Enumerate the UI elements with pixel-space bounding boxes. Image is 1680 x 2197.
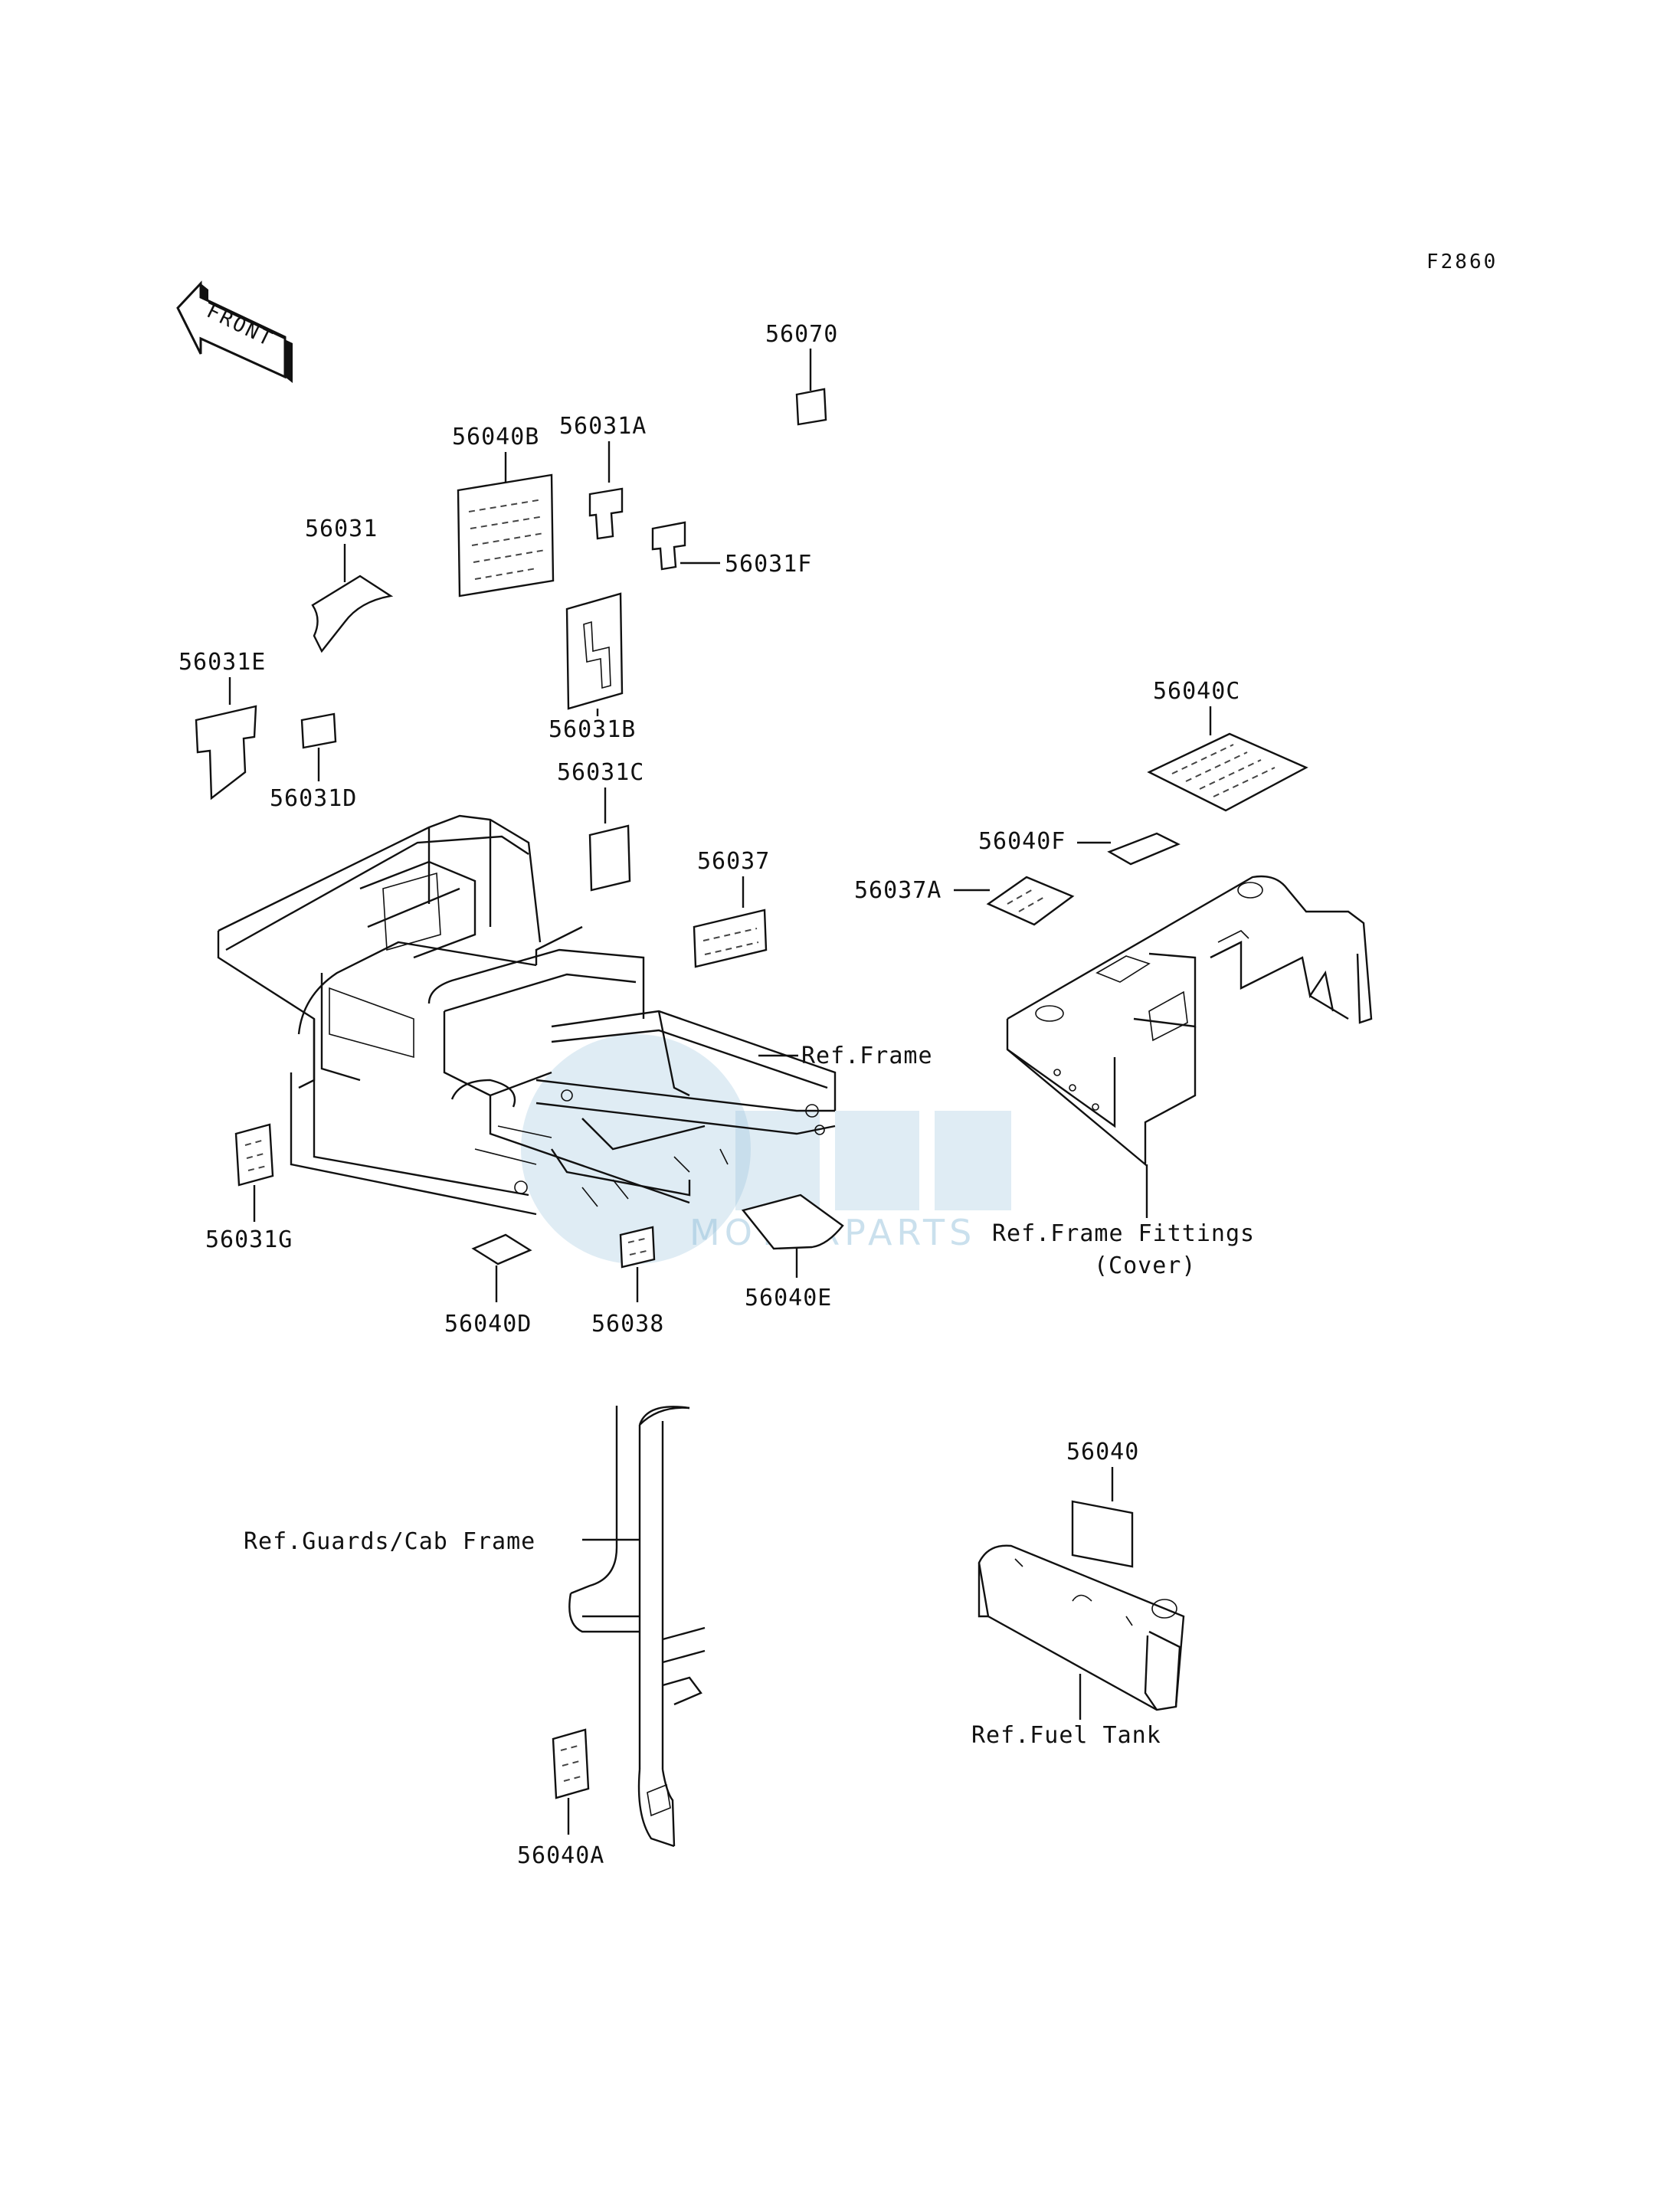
ref-frame-label: Ref.Frame	[801, 1043, 933, 1069]
decal-56031A	[588, 487, 624, 540]
front-arrow-icon: FRONT	[176, 280, 293, 383]
label-56037: 56037	[697, 848, 770, 875]
label-56031D: 56031D	[270, 785, 357, 812]
decal-56040C	[1147, 732, 1308, 812]
decal-56031E	[195, 705, 257, 801]
label-56070: 56070	[765, 321, 838, 348]
decal-56038	[619, 1226, 656, 1269]
decal-56040	[1071, 1500, 1134, 1568]
label-56040A: 56040A	[517, 1842, 604, 1869]
label-56040C: 56040C	[1153, 678, 1240, 705]
decal-56031G	[234, 1123, 274, 1187]
ref-frame-fittings-sub: (Cover)	[1094, 1252, 1196, 1279]
decal-56040A	[552, 1728, 590, 1799]
frame-assembly	[217, 814, 837, 1216]
label-56031C: 56031C	[557, 759, 644, 786]
decal-56070	[795, 388, 827, 426]
cover-assembly	[1006, 875, 1373, 1167]
label-56038: 56038	[591, 1311, 664, 1338]
decal-56037A	[986, 876, 1075, 926]
decal-56040D	[471, 1233, 532, 1265]
ref-frame-fittings-label: Ref.Frame Fittings	[992, 1220, 1255, 1247]
decal-56031	[311, 575, 394, 653]
label-56031B: 56031B	[549, 716, 636, 743]
label-56040F: 56040F	[978, 828, 1066, 855]
decal-56031D	[300, 712, 337, 749]
label-56031E: 56031E	[178, 649, 266, 676]
label-56040E: 56040E	[745, 1285, 832, 1311]
ref-fuel-tank-label: Ref.Fuel Tank	[971, 1722, 1161, 1749]
label-56031A: 56031A	[559, 413, 647, 440]
label-56040D: 56040D	[444, 1311, 532, 1338]
label-56031F: 56031F	[725, 551, 812, 578]
decal-56040F	[1107, 832, 1181, 866]
guard-bar	[568, 1406, 706, 1848]
label-56040: 56040	[1066, 1439, 1139, 1465]
label-56031: 56031	[305, 516, 378, 542]
decal-56040E	[741, 1193, 844, 1250]
fuel-tank	[978, 1544, 1185, 1711]
figure-code: F2860	[1426, 250, 1498, 273]
ref-guards-cab-label: Ref.Guards/Cab Frame	[244, 1528, 535, 1555]
decal-56037	[693, 909, 768, 968]
label-56037A: 56037A	[854, 877, 942, 904]
label-56031G: 56031G	[205, 1226, 293, 1253]
decal-56040B	[457, 473, 555, 598]
label-56040B: 56040B	[452, 424, 539, 450]
decal-56031F	[651, 521, 686, 571]
decal-56031C	[588, 824, 631, 892]
